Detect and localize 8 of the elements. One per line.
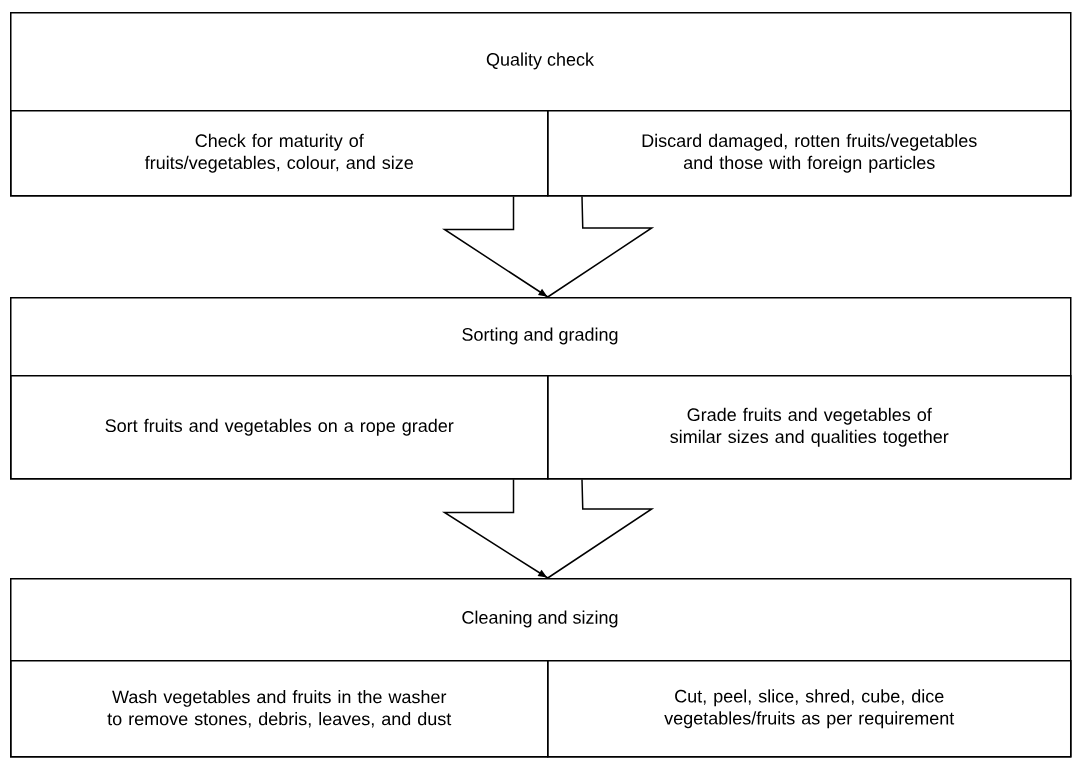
step-box: Discard damaged, rotten fruits/vegetables and those with foreign particles	[547, 110, 1072, 197]
step-box: Check for maturity of fruits/vegetables, colour, and size	[10, 110, 549, 197]
step-box: Cut, peel, slice, shred, cube, dice vegetables/fruits as per requirement	[547, 660, 1072, 758]
step-box: Wash vegetables and fruits in the washer to remove stones, debris, leaves, and dust	[10, 660, 549, 758]
step-box: Sort fruits and vegetables on a rope grader	[10, 375, 549, 480]
step-box: Grade fruits and vegetables of similar sizes and qualities together	[547, 375, 1072, 480]
block-arrow	[442, 195, 655, 298]
block-arrow	[441, 478, 655, 579]
